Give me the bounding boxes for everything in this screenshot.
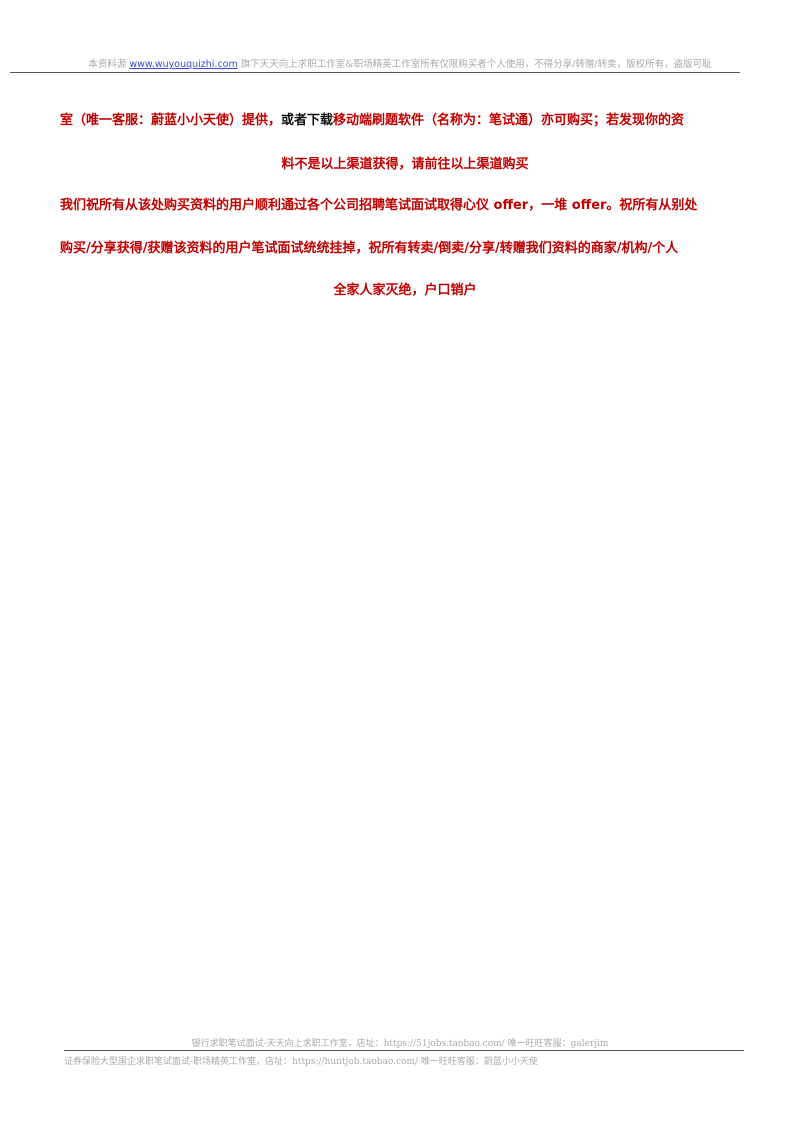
footer-line-2: 证券保险大型国企求职笔试面试-职场精英工作室，店址：https://huntjo…: [64, 1057, 538, 1067]
header-suffix: 旗下天天向上求职工作室&职场精英工作室所有仅限购买者个人使用，不得分享/转赠/转…: [237, 59, 712, 70]
body-line-1: 室（唯一客服：蔚蓝小小天使）提供，或者下载移动端刷题软件（名称为：笔试通）亦可购…: [60, 109, 750, 128]
body-line-4: 购买/分享获得/获赠该资料的用户笔试面试统统挂掉，祝所有转卖/倒卖/分享/转赠我…: [60, 241, 679, 256]
body-line-2: 料不是以上渠道获得，请前往以上渠道购买: [281, 157, 529, 172]
header-link[interactable]: www.wuyouquizhi.com: [129, 59, 238, 70]
body-line-1-part-2: 或者下载: [281, 113, 334, 128]
header-divider: [10, 72, 740, 73]
header-prefix: 本资料源: [88, 59, 130, 70]
page-header: 本资料源 www.wuyouquizhi.com 旗下天天向上求职工作室&职场精…: [0, 56, 800, 70]
footer-divider: [64, 1050, 744, 1051]
body-line-1-part-3: 移动端刷题软件（名称为：笔试通）亦可购买；若发现你的资: [333, 113, 685, 128]
body-line-3: 我们祝所有从该处购买资料的用户顺利通过各个公司招聘笔试面试取得心仪 offer，…: [60, 198, 698, 213]
footer-line-1: 银行求职笔试面试-天天向上求职工作室，店址：https://51jobs.tao…: [191, 1039, 609, 1049]
body-line-1-part-1: 室（唯一客服：蔚蓝小小天使）提供，: [60, 113, 282, 128]
body-line-5: 全家人家灭绝，户口销户: [333, 283, 477, 298]
